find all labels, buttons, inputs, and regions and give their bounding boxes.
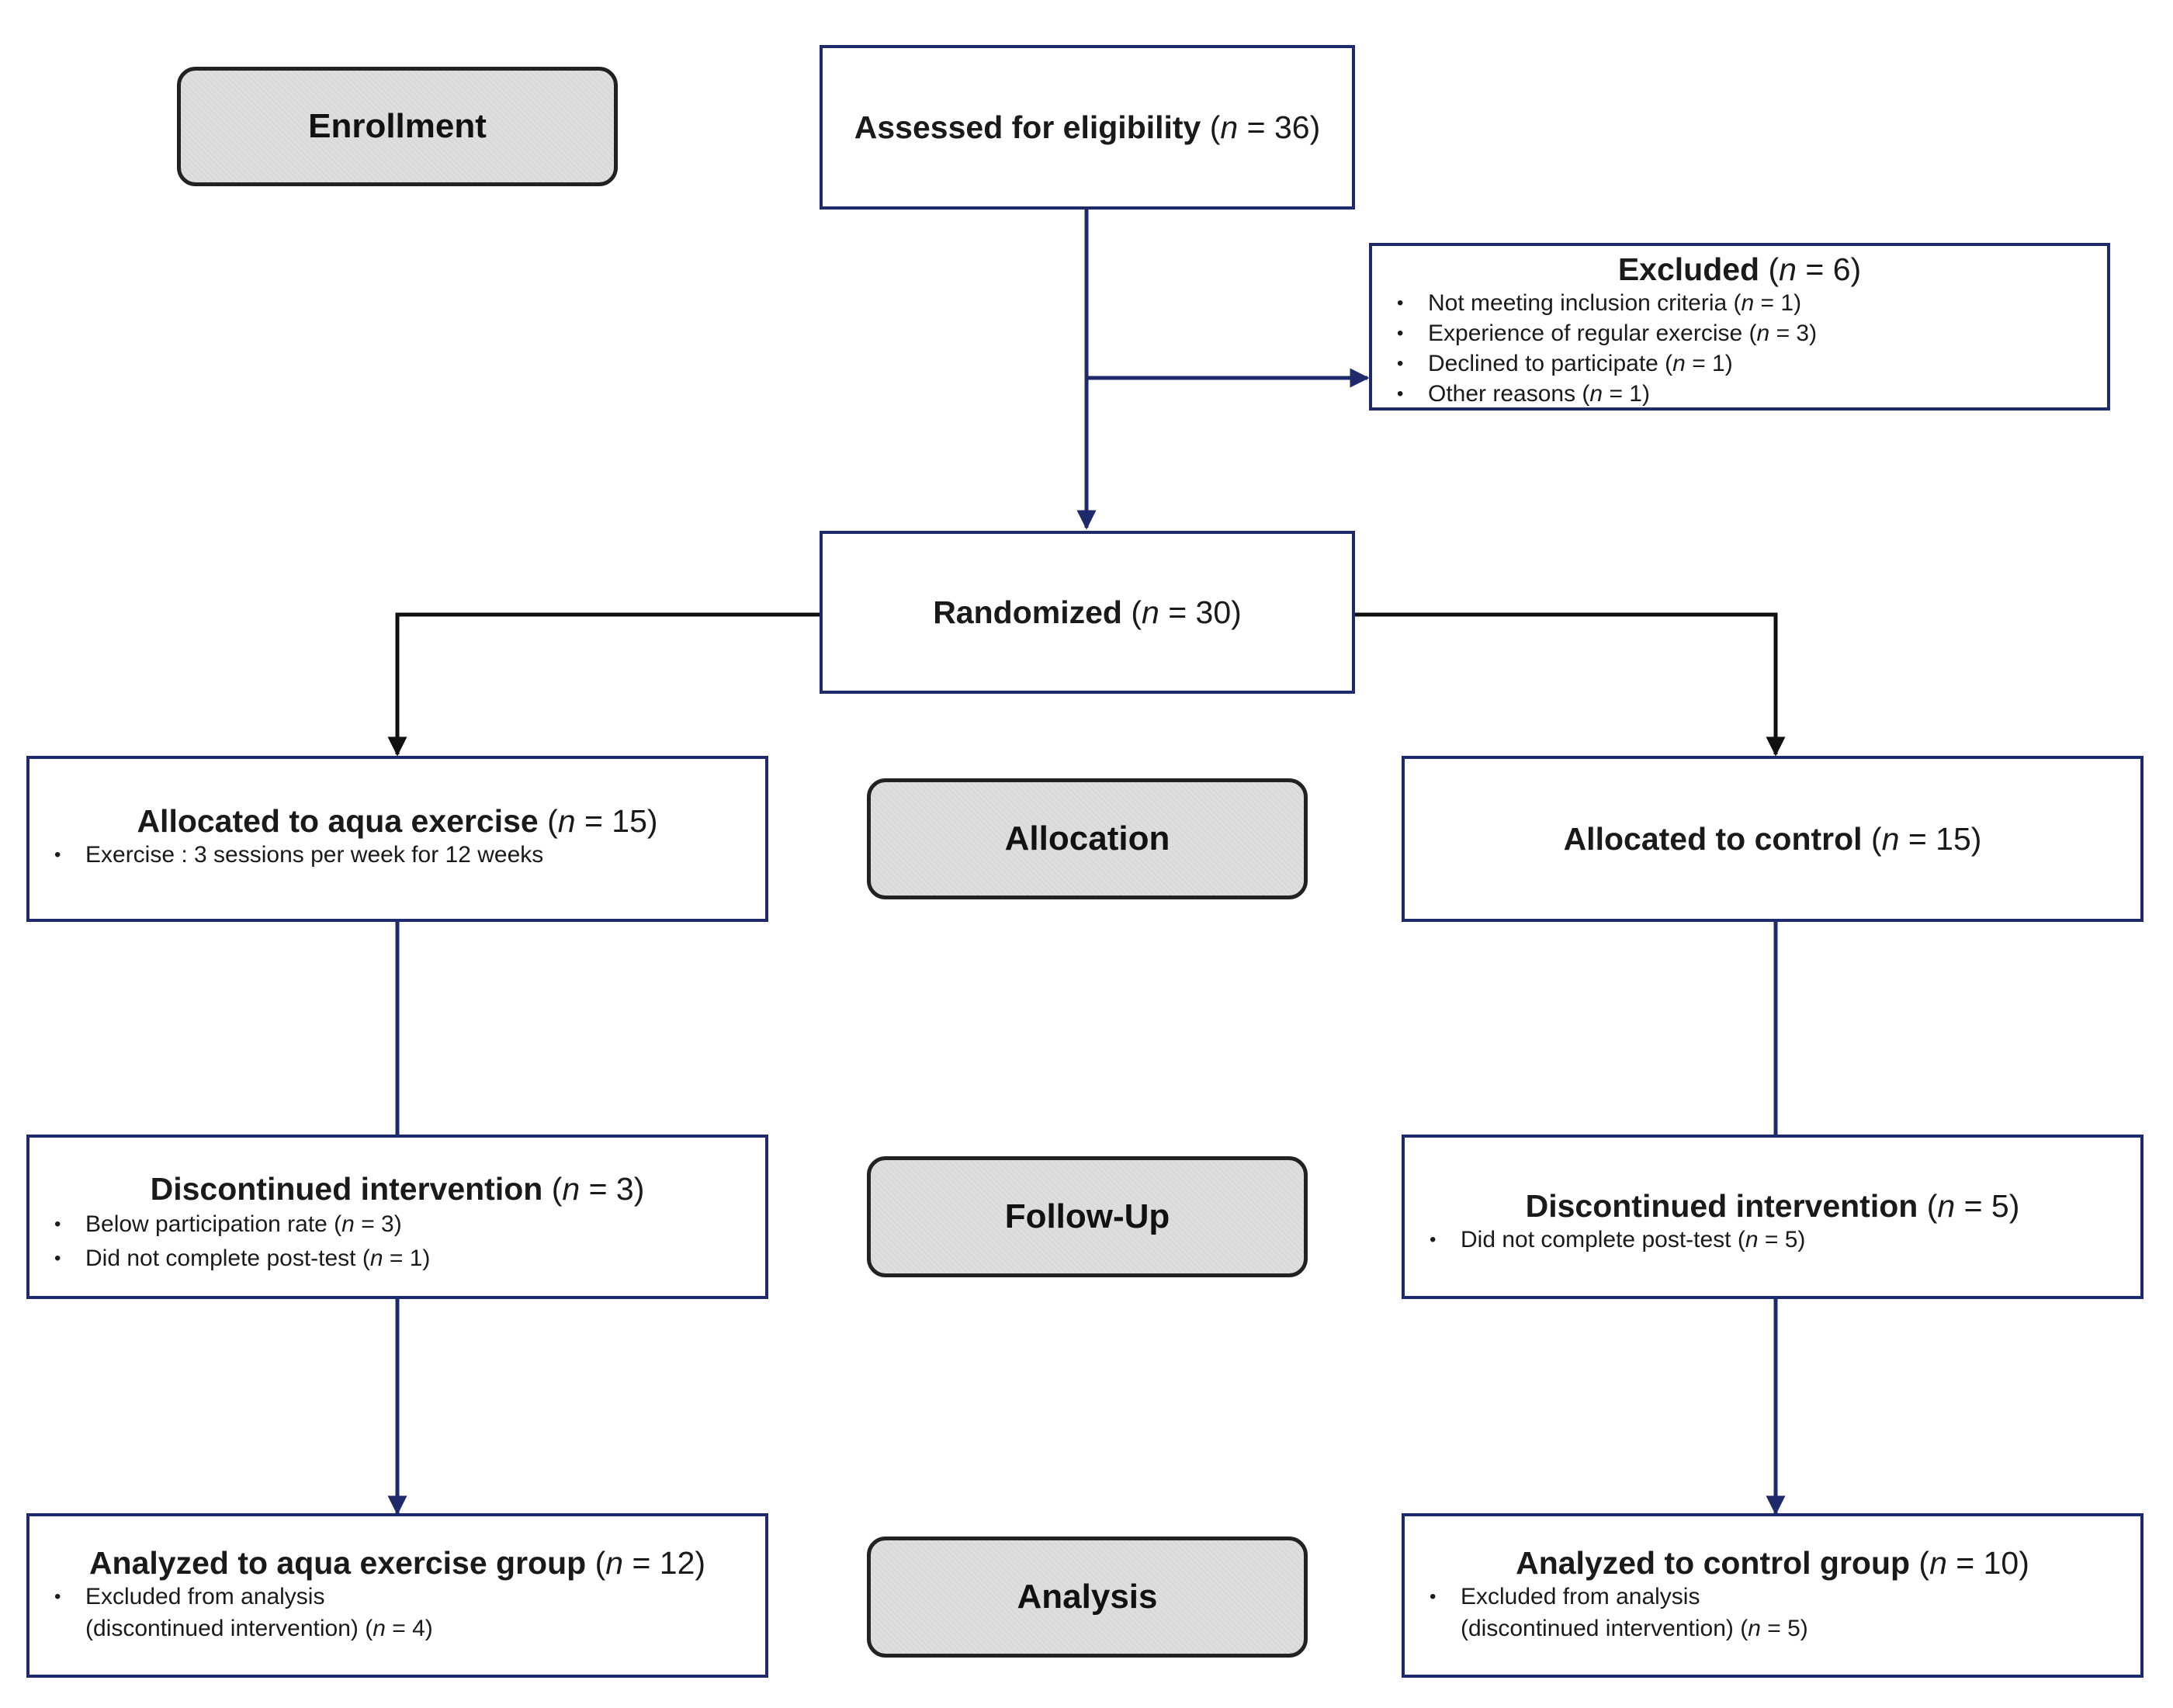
stage-allocation-label: Allocation [1004,819,1170,857]
excluded-label: Excluded [1617,251,1760,287]
line-randomized-to-control [1353,612,1786,757]
excluded-list: Not meeting inclusion criteria (n = 1) E… [1372,288,2107,409]
control-analyzed-item: Excluded from analysis [1405,1582,2140,1613]
aqua-analyzed-n: = 12) [632,1545,706,1581]
control-analyzed-n: = 10) [1956,1545,2029,1581]
aqua-discontinued-box: Discontinued intervention (n = 3) Below … [26,1135,768,1299]
randomized-label: Randomized [933,594,1122,630]
aqua-analyzed-label: Analyzed to aqua exercise group [88,1545,587,1581]
aqua-analyzed-list: Excluded from analysis [29,1582,765,1613]
control-discontinued-box: Discontinued intervention (n = 5) Did no… [1402,1135,2144,1299]
randomized-n: = 30) [1168,594,1242,630]
excluded-n: = 6) [1805,251,1862,287]
control-discontinued-label: Discontinued intervention [1525,1188,1918,1224]
excluded-item: Experience of regular exercise (n = 3) [1372,318,2107,348]
stage-enrollment: Enrollment [177,67,618,186]
control-allocation-title: Allocated to control (n = 15) [1563,821,1982,857]
assessed-title: Assessed for eligibility (n = 36) [854,109,1321,145]
excluded-item: Declined to participate (n = 1) [1372,348,2107,379]
control-analyzed-box: Analyzed to control group (n = 10) Exclu… [1402,1513,2144,1678]
excluded-title: Excluded (n = 6) [1617,251,1862,287]
excluded-box: Excluded (n = 6) Not meeting inclusion c… [1369,243,2110,411]
assessed-box: Assessed for eligibility (n = 36) [820,45,1355,210]
aqua-allocation-list: Exercise : 3 sessions per week for 12 we… [29,840,765,871]
control-discontinued-list: Did not complete post-test (n = 5) [1405,1225,2140,1256]
control-discontinued-n: = 5) [1963,1188,2020,1224]
stage-enrollment-label: Enrollment [308,107,487,145]
randomized-box: Randomized (n = 30) [820,531,1355,694]
aqua-allocation-n: = 15) [584,803,658,839]
control-allocation-label: Allocated to control [1563,821,1863,857]
excluded-item: Other reasons (n = 1) [1372,379,2107,409]
aqua-discontinued-label: Discontinued intervention [150,1171,543,1207]
excluded-item: Not meeting inclusion criteria (n = 1) [1372,288,2107,318]
control-discontinued-title: Discontinued intervention (n = 5) [1525,1188,2020,1224]
stage-follow-up: Follow-Up [867,1156,1308,1277]
line-randomized-to-aqua [387,612,821,757]
randomized-title: Randomized (n = 30) [933,594,1242,630]
control-analyzed-label: Analyzed to control group [1516,1545,1911,1581]
aqua-analyzed-title: Analyzed to aqua exercise group (n = 12) [88,1545,706,1581]
control-analyzed-list: Excluded from analysis [1405,1582,2140,1613]
control-analyzed-continuation: (discontinued intervention) (n = 5) [1461,1616,1808,1641]
assessed-label: Assessed for eligibility [854,109,1201,145]
control-discontinued-item: Did not complete post-test (n = 5) [1405,1225,2140,1256]
stage-follow-up-label: Follow-Up [1004,1197,1170,1235]
aqua-discontinued-item: Below participation rate (n = 3) [29,1207,765,1242]
aqua-analyzed-item: Excluded from analysis [29,1582,765,1613]
aqua-discontinued-list: Below participation rate (n = 3) Did not… [29,1207,765,1276]
aqua-allocation-box: Allocated to aqua exercise (n = 15) Exer… [26,756,768,922]
assessed-n: = 36) [1246,109,1321,145]
aqua-discontinued-title: Discontinued intervention (n = 3) [150,1171,645,1207]
aqua-allocation-title: Allocated to aqua exercise (n = 15) [137,803,658,839]
stage-allocation: Allocation [867,778,1308,899]
aqua-discontinued-n: = 3) [588,1171,645,1207]
stage-analysis: Analysis [867,1537,1308,1658]
control-allocation-box: Allocated to control (n = 15) [1402,756,2144,922]
control-analyzed-title: Analyzed to control group (n = 10) [1516,1545,2029,1581]
aqua-allocation-item: Exercise : 3 sessions per week for 12 we… [29,840,765,871]
aqua-analyzed-box: Analyzed to aqua exercise group (n = 12)… [26,1513,768,1678]
aqua-allocation-label: Allocated to aqua exercise [137,803,539,839]
control-allocation-n: = 15) [1908,821,1982,857]
aqua-analyzed-continuation: (discontinued intervention) (n = 4) [85,1616,433,1641]
aqua-discontinued-item: Did not complete post-test (n = 1) [29,1242,765,1276]
stage-analysis-label: Analysis [1017,1578,1158,1616]
